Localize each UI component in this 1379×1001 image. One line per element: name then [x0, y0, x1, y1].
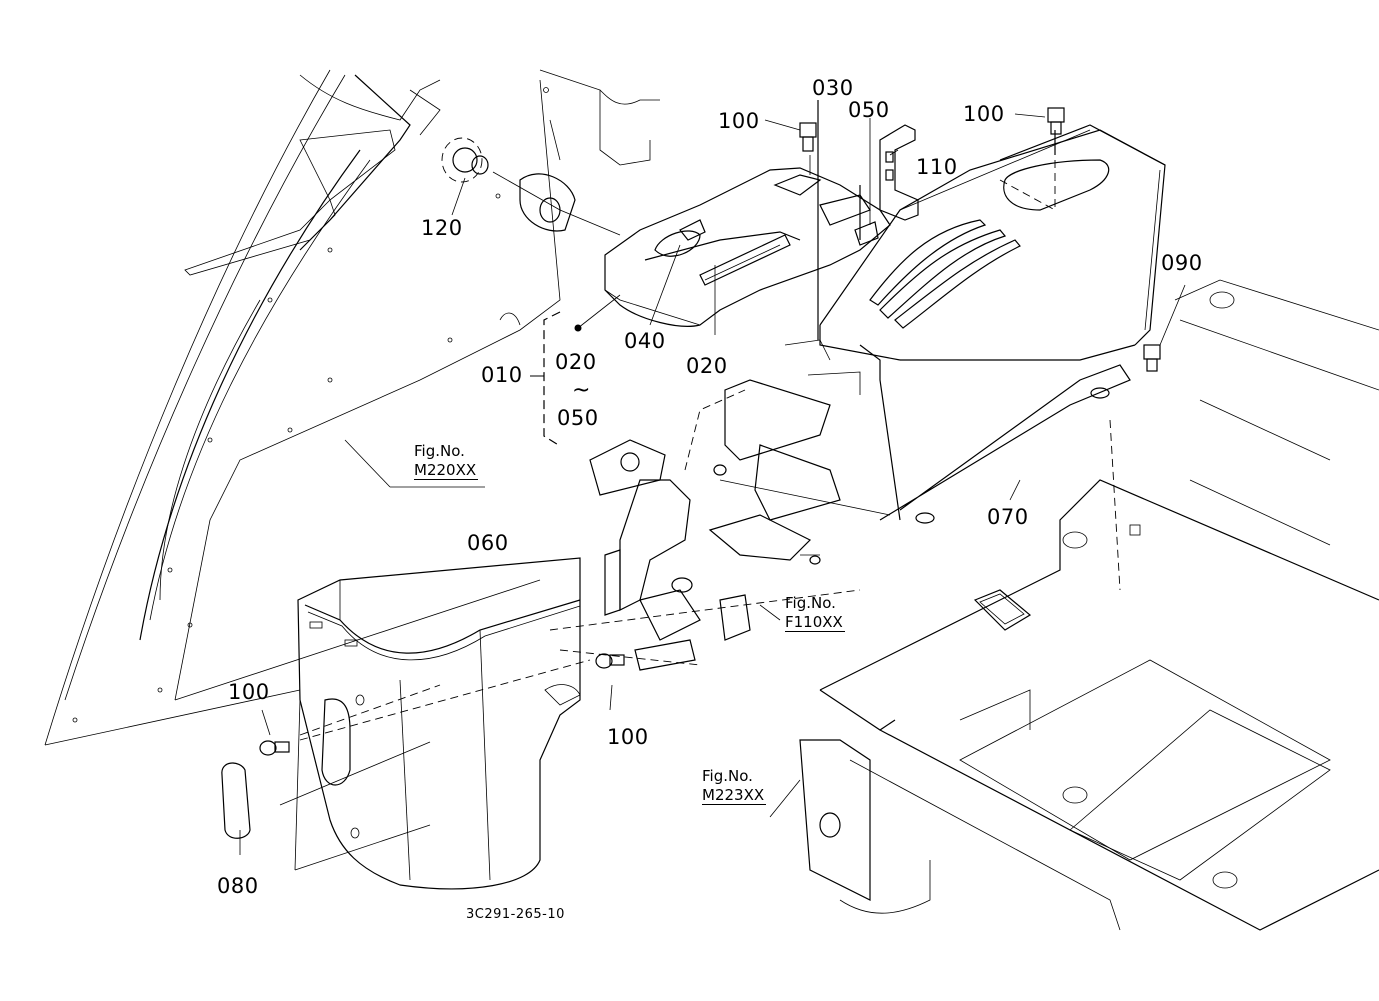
figure-ref-code: M220XX: [414, 461, 479, 480]
part-label-100: 100: [228, 680, 270, 704]
leader-lines: [239, 100, 1186, 855]
part-label-100: 100: [607, 725, 649, 749]
range-tilde: ~: [572, 378, 591, 403]
part-label-100: 100: [718, 109, 760, 133]
group-bracket: [530, 311, 561, 447]
part-label-010: 010: [481, 363, 523, 387]
cab-side-panel: [44, 69, 541, 746]
part-label-050-range-end: 050: [557, 406, 599, 430]
figure-ref-prefix: Fig.No.: [785, 594, 836, 612]
part-label-040: 040: [624, 329, 666, 353]
side-cover-part: [279, 557, 591, 890]
part-label-060: 060: [467, 531, 509, 555]
console-housing-part: [819, 124, 1166, 524]
figure-ref-m223xx[interactable]: Fig.No. M223XX: [702, 767, 767, 805]
part-label-020-range-start: 020: [555, 350, 597, 374]
plug-part: [221, 762, 251, 839]
bracket-part: [879, 124, 919, 221]
figure-ref-prefix: Fig.No.: [702, 767, 753, 785]
bushing-part: [441, 137, 621, 236]
bolt-parts: [259, 107, 1161, 756]
part-label-090: 090: [1161, 251, 1203, 275]
part-label-080: 080: [217, 874, 259, 898]
console-cover-part: [604, 167, 891, 327]
center-panel: [72, 69, 660, 723]
drawing-number: 3C291-265-10: [466, 907, 565, 922]
part-label-110: 110: [916, 155, 958, 179]
floor-frame: [799, 279, 1379, 931]
part-label-100: 100: [963, 102, 1005, 126]
part-label-120: 120: [421, 216, 463, 240]
figure-ref-prefix: Fig.No.: [414, 442, 465, 460]
figure-ref-code: M223XX: [702, 786, 767, 805]
figure-ref-f110xx[interactable]: Fig.No. F110XX: [785, 594, 845, 632]
lever-mechanism: [549, 339, 891, 671]
figure-ref-m220xx[interactable]: Fig.No. M220XX: [414, 442, 479, 480]
part-label-070: 070: [987, 505, 1029, 529]
part-label-020: 020: [686, 354, 728, 378]
figure-ref-code: F110XX: [785, 613, 845, 632]
part-label-030: 030: [812, 76, 854, 100]
part-label-050: 050: [848, 98, 890, 122]
